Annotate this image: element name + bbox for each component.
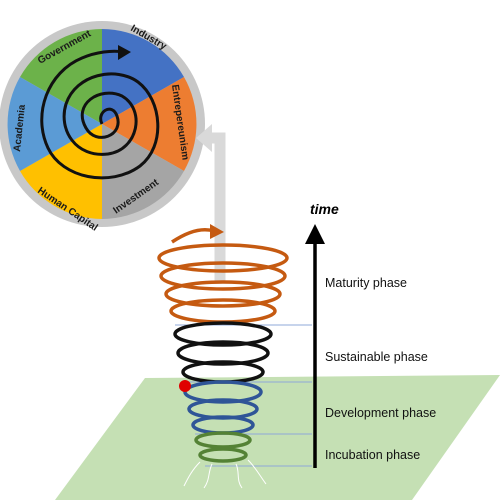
wheel-spiral <box>40 49 160 180</box>
wheel-segment-entrepreneurism <box>102 77 197 171</box>
wheel-segment-academia <box>7 77 103 171</box>
time-axis-label: time <box>310 201 339 217</box>
helix-wheel: Government Industry Entrepereunism Inves… <box>0 21 205 234</box>
marker-dot <box>179 380 191 392</box>
wheel-spiral-arrowhead <box>118 45 131 60</box>
phase-label-incubation: Incubation phase <box>325 448 420 462</box>
phase-label-maturity: Maturity phase <box>325 276 407 290</box>
wheel-label-academia: Academia <box>12 104 28 153</box>
phase-label-development: Development phase <box>325 406 436 420</box>
phase-label-sustainable: Sustainable phase <box>325 350 428 364</box>
ground-plane <box>55 375 500 500</box>
helix-sustainable <box>173 321 273 384</box>
time-axis: time <box>305 201 339 468</box>
wheel-segment-government <box>20 29 102 124</box>
helix-roots <box>183 459 267 489</box>
helix-incubation <box>194 431 252 463</box>
